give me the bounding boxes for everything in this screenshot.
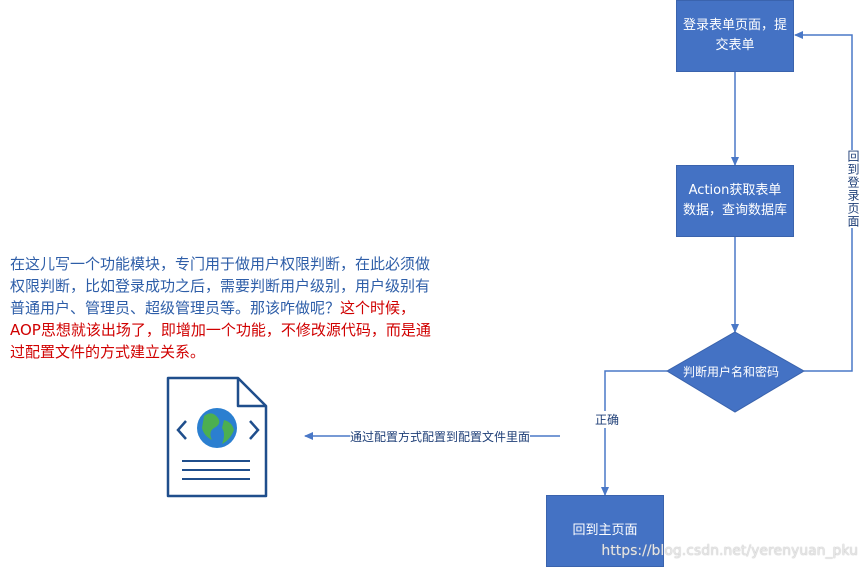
judge-label: 判断用户名和密码 bbox=[683, 365, 780, 379]
action-box: Action获取表单数据，查询数据库 bbox=[676, 165, 794, 237]
arrow-judge-to-home bbox=[601, 370, 667, 496]
code-bracket-left-icon bbox=[176, 420, 187, 440]
home-page-box: 回到主页面 bbox=[546, 495, 664, 567]
home-page-label: 回到主页面 bbox=[572, 523, 638, 538]
login-page-box: 登录表单页面，提交表单 bbox=[676, 0, 794, 72]
config-label: 通过配置方式配置到配置文件里面 bbox=[350, 428, 531, 445]
code-bracket-right-icon bbox=[249, 420, 260, 440]
arrow-back-to-login bbox=[794, 31, 853, 372]
aop-note: 在这儿写一个功能模块，专门用于做用户权限判断，在此必须做权限判断，比如登录成功之… bbox=[10, 253, 435, 363]
action-label: Action获取表单数据，查询数据库 bbox=[683, 183, 788, 218]
correct-label: 正确 bbox=[595, 411, 620, 428]
login-page-label: 登录表单页面，提交表单 bbox=[683, 18, 788, 53]
back-to-login-label: 回到登录页面 bbox=[845, 150, 862, 228]
aop-note-red: 这个时候，AOP思想就该出场了，即增加一个功能，不修改源代码，而是通过配置文件的… bbox=[10, 299, 431, 361]
aop-note-blue: 在这儿写一个功能模块，专门用于做用户权限判断，在此必须做权限判断，比如登录成功之… bbox=[10, 255, 431, 317]
watermark: https://blog.csdn.net/yerenyuan_pku bbox=[601, 543, 858, 559]
config-file-icon bbox=[166, 376, 268, 498]
decision-diamond bbox=[666, 331, 805, 413]
